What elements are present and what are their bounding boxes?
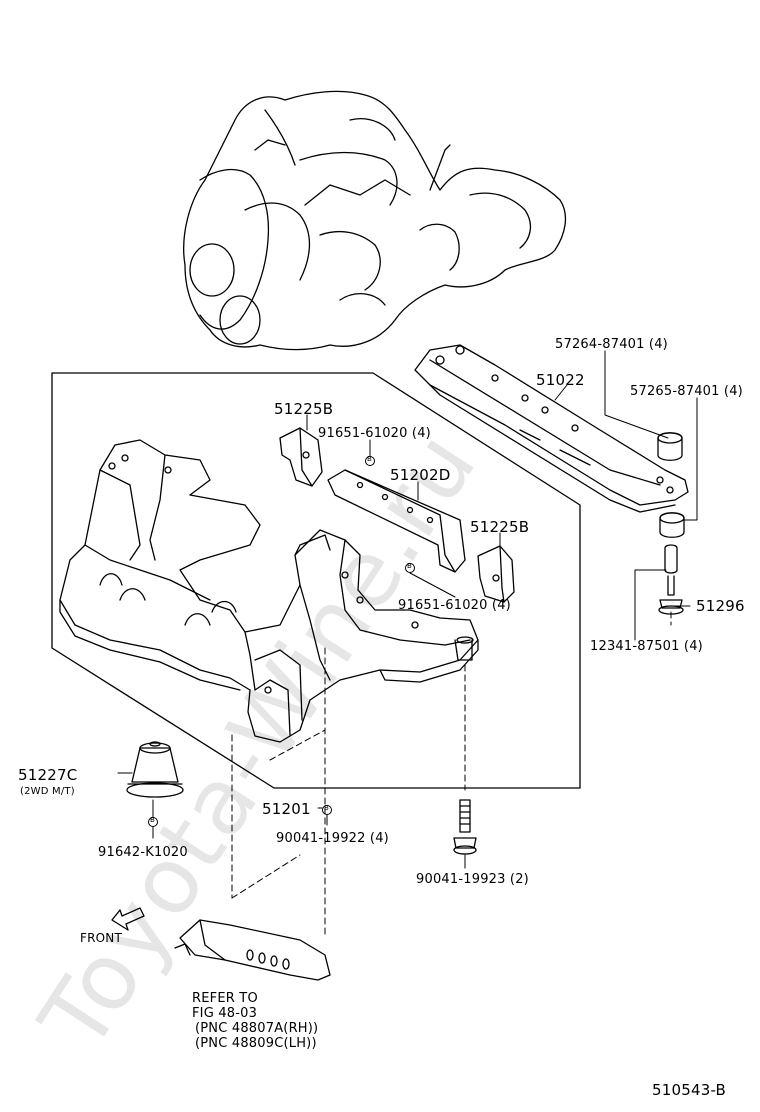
bracket-51225b-mid-drawing [477, 545, 515, 603]
label-57265-87401: 57265-87401 (4) [630, 384, 743, 399]
refer-line-2: FIG 48-03 [192, 1006, 258, 1021]
label-91651-61020-top: 91651-61020 (4) [318, 426, 431, 441]
b-marker-3: B [324, 804, 330, 812]
engine-drawing [183, 90, 567, 351]
label-90041-19922: 90041-19922 (4) [276, 831, 389, 846]
label-90041-19923: 90041-19923 (2) [416, 872, 529, 887]
bracket-51225b-top-drawing [279, 427, 323, 487]
subframe-51201-drawing [59, 439, 479, 743]
label-51296: 51296 [696, 597, 745, 615]
refer-line-1: REFER TO [192, 991, 258, 1006]
label-51201: 51201 [262, 800, 311, 818]
b-marker-4: B [150, 816, 156, 824]
figure-code: 510543-B [652, 1081, 727, 1099]
label-57264-87401: 57264-87401 (4) [555, 337, 668, 352]
b-marker-1: B [367, 455, 373, 463]
label-51202d: 51202D [390, 466, 451, 484]
b-marker-circles [148, 456, 415, 827]
label-51225b-top: 51225B [274, 400, 334, 418]
dashed-projection-lines [231, 611, 672, 936]
front-arrow-icon [111, 907, 145, 931]
assembly-outline [51, 372, 581, 789]
refer-line-4: (PNC 48809C(LH)) [195, 1036, 317, 1051]
front-label: FRONT [80, 931, 122, 945]
label-51227c: 51227C [18, 766, 78, 784]
label-91651-61020-mid: 91651-61020 (4) [398, 598, 511, 613]
bolt-90041-19923-drawing [453, 799, 477, 855]
brace-51202d-drawing [327, 469, 466, 573]
label-91642-k1020: 91642-K1020 [98, 845, 188, 860]
label-51227c-note: (2WD M/T) [20, 786, 75, 797]
lower-bracket-drawing [174, 919, 331, 981]
mount-cushions-drawing [657, 432, 685, 615]
b-marker-2: B [407, 562, 413, 570]
label-12341-87501: 12341-87501 (4) [590, 639, 703, 654]
cushion-51227c-drawing [126, 741, 184, 798]
label-51225b-mid: 51225B [470, 518, 530, 536]
label-51022: 51022 [536, 371, 585, 389]
refer-line-3: (PNC 48807A(RH)) [195, 1021, 319, 1036]
crossmember-51022-drawing [414, 344, 689, 513]
leader-lines [117, 350, 698, 869]
